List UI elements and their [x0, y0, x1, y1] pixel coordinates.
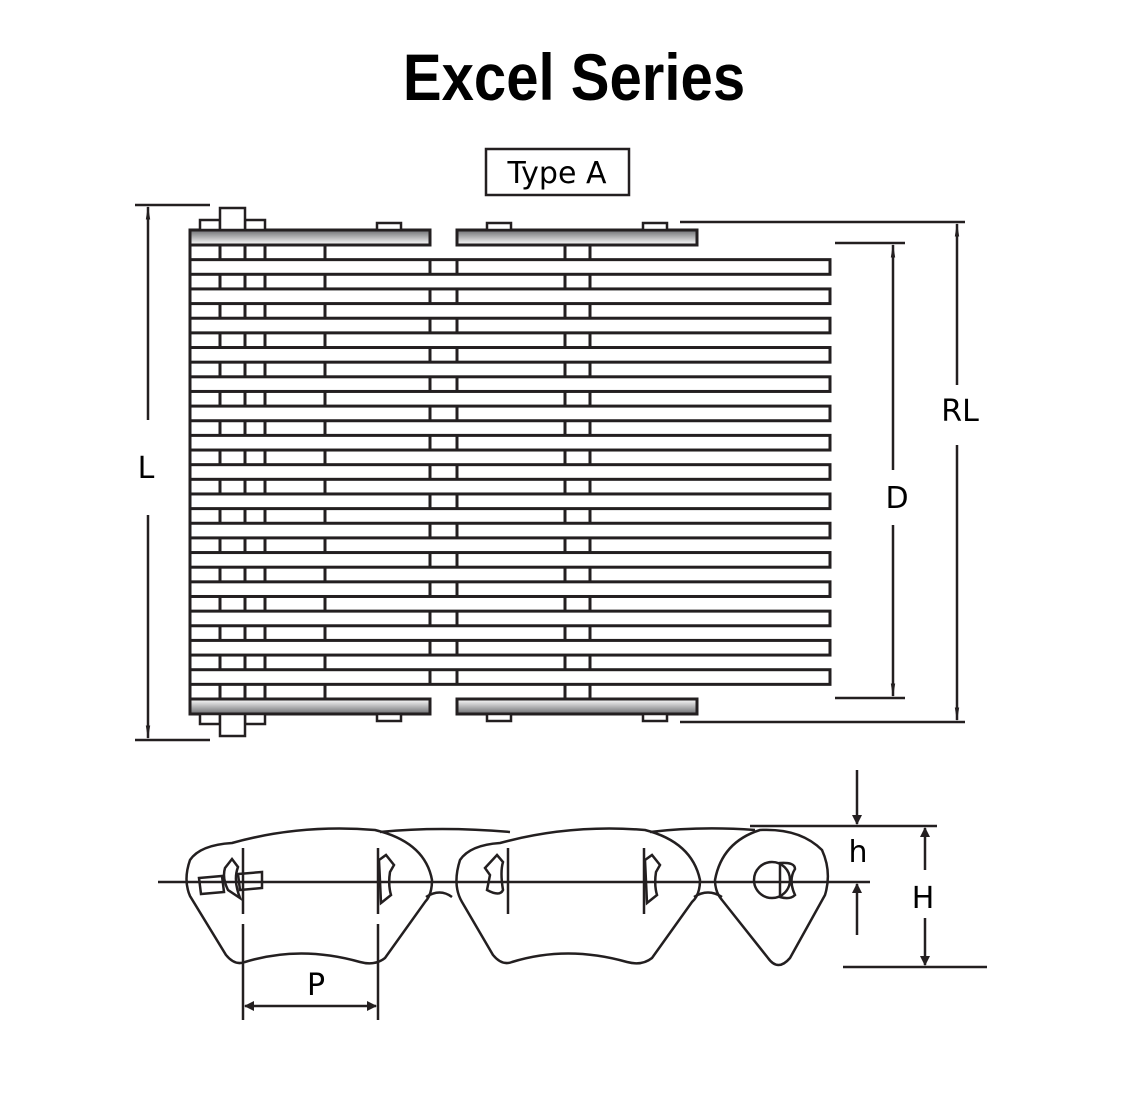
pin-segment — [222, 856, 243, 902]
rod-bar — [188, 609, 832, 628]
inner-plate-2 — [649, 827, 756, 834]
rod-bar — [188, 346, 832, 364]
rod-bar — [188, 287, 832, 306]
dimension-L: L — [135, 203, 210, 742]
page-title: Excel Series — [403, 42, 745, 115]
rod-bar — [188, 668, 832, 686]
pin-end — [197, 870, 264, 896]
pin-head — [198, 218, 222, 232]
rod-bar — [188, 492, 832, 511]
link-plate-2 — [455, 827, 702, 965]
rod-bar — [188, 521, 832, 540]
rod-bar — [188, 316, 832, 335]
link-plate-3 — [713, 828, 830, 967]
rod-bar — [188, 258, 832, 276]
type-label: Type A — [507, 156, 607, 191]
rod-bar — [188, 551, 832, 569]
dimension-D: D — [835, 241, 909, 700]
chain-side-view — [158, 827, 870, 967]
pin-cap — [641, 712, 669, 723]
pin-head — [243, 712, 267, 726]
dimension-H-label: H — [912, 881, 935, 916]
dimension-P-label: P — [307, 968, 325, 1003]
dimension-h-label: h — [848, 835, 867, 870]
pin-segment — [483, 853, 505, 895]
link-plate-1 — [185, 827, 434, 965]
dimension-h-H: h H — [750, 770, 987, 969]
rod-bar — [188, 463, 832, 481]
type-label-box: Type A — [484, 147, 631, 197]
rod-bar — [188, 404, 832, 423]
side-plate — [455, 697, 699, 716]
dimension-RL-label: RL — [941, 394, 979, 429]
inner-plate-1 — [379, 827, 511, 834]
pin-head — [198, 712, 222, 726]
rod-bar — [188, 375, 832, 393]
rod-bar — [188, 638, 832, 657]
chain-top-view — [188, 206, 832, 738]
side-plate — [455, 228, 699, 247]
dimension-D-label: D — [885, 481, 908, 516]
dimension-P: P — [241, 924, 380, 1020]
pin-cap — [485, 712, 513, 723]
bushing-1 — [425, 891, 453, 899]
pin-segment — [643, 853, 662, 906]
pin-cap — [641, 221, 669, 232]
pin-head — [218, 206, 247, 232]
pin-cap — [485, 221, 513, 232]
pin-cap — [375, 712, 403, 723]
rod-bar — [188, 433, 832, 452]
side-plate — [188, 697, 432, 716]
pin-head — [218, 712, 247, 738]
pin-hole — [752, 860, 792, 900]
side-plate — [188, 228, 432, 247]
dimension-RL: RL — [680, 220, 979, 724]
dimension-L-label: L — [138, 451, 155, 486]
pin-head — [243, 218, 267, 232]
rod-bar — [188, 580, 832, 598]
pin-segment — [377, 853, 396, 906]
pin-cap — [375, 221, 403, 232]
